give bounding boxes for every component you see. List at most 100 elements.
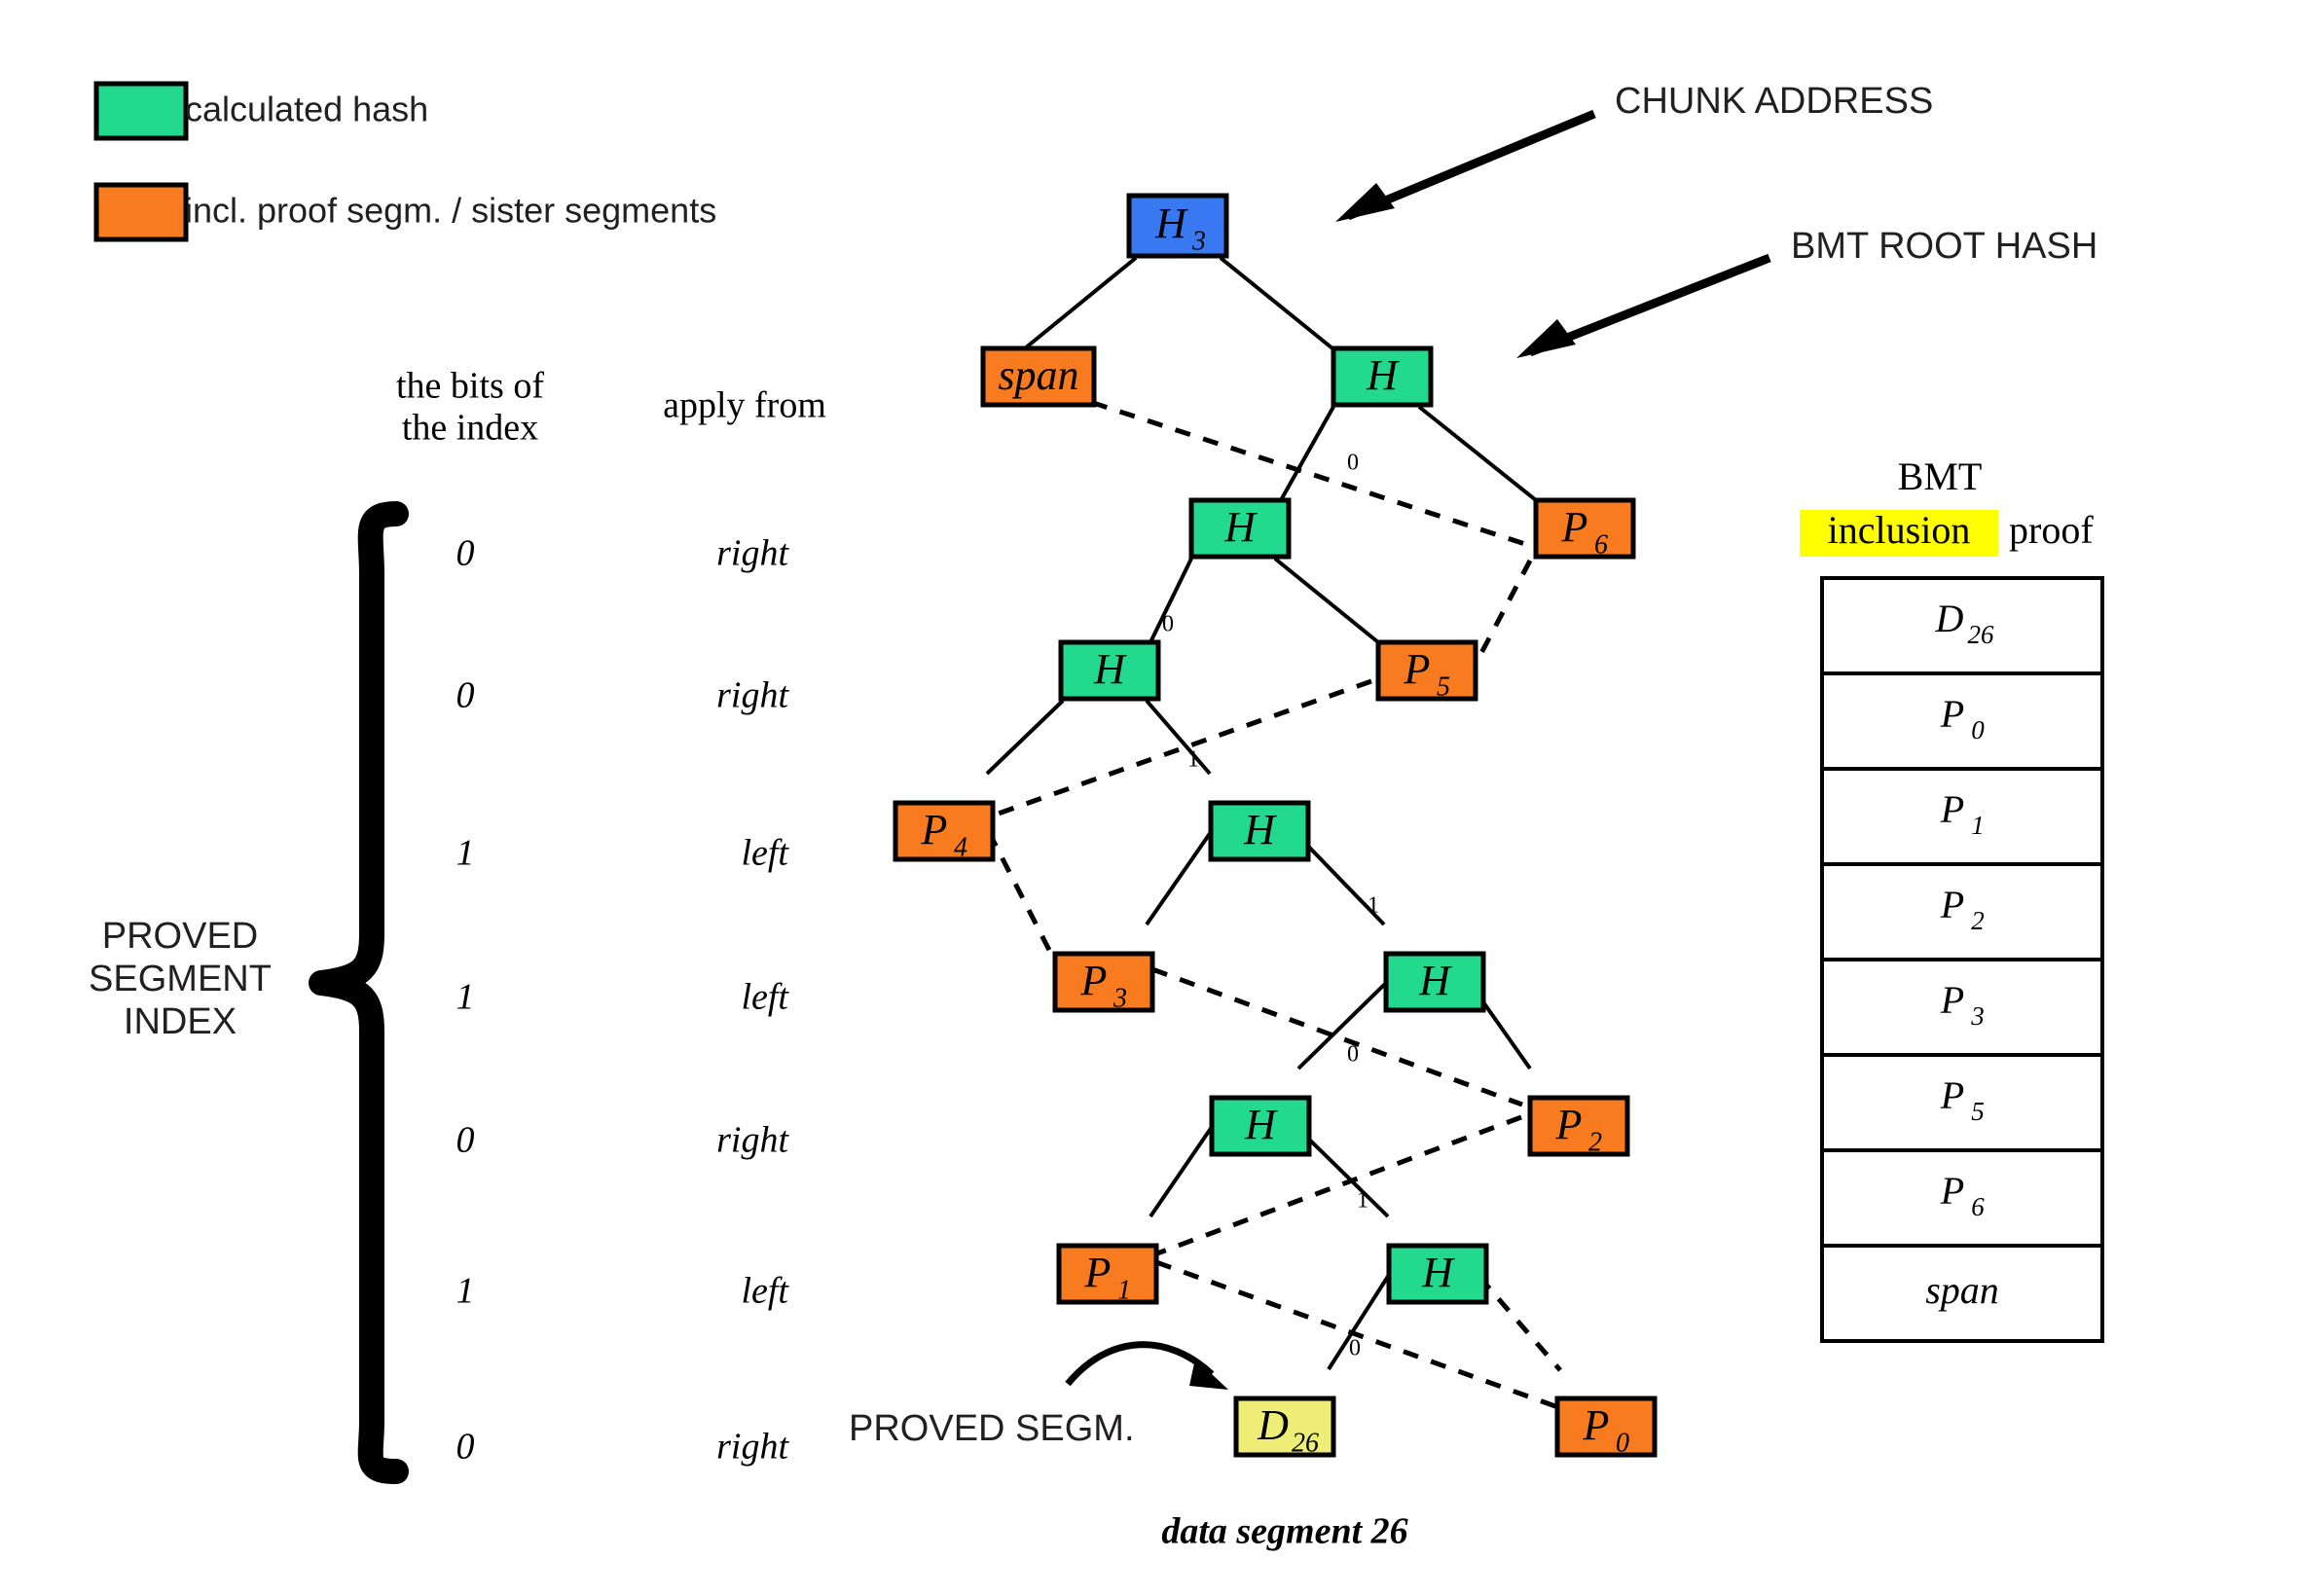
node-p5-sub: 5 [1437, 671, 1450, 702]
proof-row-1-base: P [1940, 692, 1964, 736]
bmt-root-hash-label: BMT ROOT HASH [1791, 226, 2097, 267]
chunk-address-label: CHUNK ADDRESS [1615, 81, 1933, 122]
dash-p6-p5 [1469, 559, 1533, 673]
column-headers: the bits of the index apply from [396, 366, 826, 449]
node-p6[interactable]: P 6 [1533, 497, 1636, 560]
legend-label-proof: incl. proof segm. / sister segments [185, 191, 716, 231]
edge-bit-label-0: 0 [1347, 451, 1359, 476]
edge-h2-p6 [1417, 405, 1538, 502]
node-h-level7-box[interactable] [1209, 1095, 1312, 1157]
node-h-level2-box[interactable] [1331, 345, 1434, 408]
node-h-level2-label: H [1366, 351, 1400, 399]
node-h3[interactable]: H 3 [1126, 193, 1229, 259]
proof-table-title-highlight-word: inclusion [1828, 508, 1971, 552]
node-h-level3-label: H [1223, 503, 1258, 551]
node-p0-box[interactable] [1554, 1396, 1658, 1458]
proof-row-6-sub: 6 [1971, 1192, 1985, 1221]
node-p1-sub: 1 [1117, 1275, 1131, 1305]
proof-table-row[interactable]: span [1925, 1268, 1999, 1312]
node-h-level5[interactable]: H [1208, 800, 1311, 862]
node-h3-box[interactable] [1126, 193, 1229, 259]
node-p0-label: P [1583, 1401, 1610, 1449]
proof-table-row[interactable]: P 2 [1940, 883, 1985, 935]
index-bit-1: 0 [456, 675, 475, 716]
proof-row-6-base: P [1940, 1169, 1964, 1213]
proof-row-5-sub: 5 [1971, 1097, 1985, 1126]
proof-table-row[interactable]: D 26 [1935, 597, 1994, 649]
node-d26-box[interactable] [1233, 1396, 1336, 1458]
node-p6-box[interactable] [1533, 497, 1636, 560]
node-p1-label: P [1084, 1249, 1112, 1296]
proved-segment-index-line1: PROVED [102, 916, 258, 957]
node-p2-box[interactable] [1527, 1095, 1630, 1157]
node-h-level7[interactable]: H [1209, 1095, 1312, 1157]
index-apply-3: left [741, 977, 789, 1018]
edge-h3lvl-p5 [1273, 557, 1380, 644]
node-h-level8[interactable]: H [1386, 1243, 1489, 1305]
proof-row-4-sub: 3 [1970, 1001, 1985, 1031]
edge-h6lvl-h7lvl [1296, 981, 1388, 1070]
edge-h2-h3lvl [1279, 406, 1335, 501]
node-h-level2[interactable]: H [1331, 345, 1434, 408]
edge-h8lvl-d26 [1327, 1273, 1391, 1371]
node-p2[interactable]: P 2 [1527, 1095, 1630, 1157]
node-p3-box[interactable] [1052, 951, 1155, 1013]
apply-header: apply from [663, 385, 826, 426]
proof-row-0-base: D [1935, 597, 1964, 640]
proof-row-2-base: P [1940, 787, 1964, 831]
node-p1-box[interactable] [1056, 1243, 1159, 1305]
node-p6-sub: 6 [1594, 529, 1608, 560]
node-p0[interactable]: P 0 [1554, 1396, 1658, 1458]
node-p4[interactable]: P 4 [893, 800, 996, 862]
node-span-box[interactable] [980, 345, 1097, 408]
proved-segment-index-line2: SEGMENT [89, 959, 272, 999]
proof-row-1-sub: 0 [1971, 715, 1985, 744]
node-p2-sub: 2 [1588, 1127, 1602, 1157]
index-bit-2: 1 [456, 833, 475, 874]
edge-h4lvl-p4 [985, 699, 1065, 776]
node-p1[interactable]: P 1 [1056, 1243, 1159, 1305]
proof-table-row[interactable]: P 5 [1940, 1073, 1985, 1126]
proof-table-row[interactable]: P 3 [1940, 978, 1985, 1031]
node-h-level4[interactable]: H [1058, 639, 1161, 702]
edge-h5lvl-p3 [1145, 830, 1213, 926]
node-p5-label: P [1404, 645, 1431, 693]
node-p3[interactable]: P 3 [1052, 951, 1155, 1013]
dash-h8-p0 [1477, 1275, 1562, 1372]
proof-row-0-sub: 26 [1968, 620, 1995, 649]
proved-segment-index-group: PROVED SEGMENT INDEX [89, 501, 409, 1484]
node-h-level5-box[interactable] [1208, 800, 1311, 862]
proof-table-row[interactable]: P 1 [1940, 787, 1985, 840]
edge-bit-label-3: 1 [1368, 893, 1379, 919]
node-h-level3[interactable]: H [1188, 497, 1292, 560]
proof-table-title-highlight [1800, 510, 1998, 557]
node-h-level8-box[interactable] [1386, 1243, 1489, 1305]
index-apply-0: right [716, 533, 789, 574]
legend: calculated hash incl. proof segm. / sist… [93, 81, 716, 242]
node-p6-label: P [1561, 503, 1588, 551]
node-h-level8-label: H [1421, 1249, 1455, 1296]
proof-table-row[interactable]: P 6 [1940, 1169, 1985, 1221]
index-bit-0: 0 [456, 533, 475, 574]
node-h-level6-label: H [1418, 957, 1452, 1004]
index-bit-6: 0 [456, 1427, 475, 1468]
dash-p1-p0 [1155, 1259, 1556, 1409]
node-d26[interactable]: D 26 [1233, 1396, 1336, 1458]
node-h-level7-label: H [1244, 1101, 1278, 1148]
node-span[interactable]: span [980, 345, 1097, 408]
node-p5-box[interactable] [1375, 639, 1478, 702]
node-p5[interactable]: P 5 [1375, 639, 1478, 702]
index-bit-5: 1 [456, 1271, 475, 1312]
proof-table-row[interactable]: P 0 [1940, 692, 1985, 744]
index-apply-6: right [716, 1427, 789, 1468]
proof-row-3-base: P [1940, 883, 1964, 926]
bits-header-line1: the bits of [396, 366, 544, 407]
node-h-level3-box[interactable] [1188, 497, 1292, 560]
node-h-level4-box[interactable] [1058, 639, 1161, 702]
node-h-level6-box[interactable] [1383, 951, 1486, 1013]
legend-label-hash: calculated hash [185, 90, 428, 129]
bmt-inclusion-proof-table: BMT inclusion proof D 26 P 0 P 1 P 2 P [1800, 454, 2104, 1343]
node-h-level6[interactable]: H [1383, 951, 1486, 1013]
node-p4-box[interactable] [893, 800, 996, 862]
edge-bit-label-5: 1 [1357, 1188, 1368, 1214]
